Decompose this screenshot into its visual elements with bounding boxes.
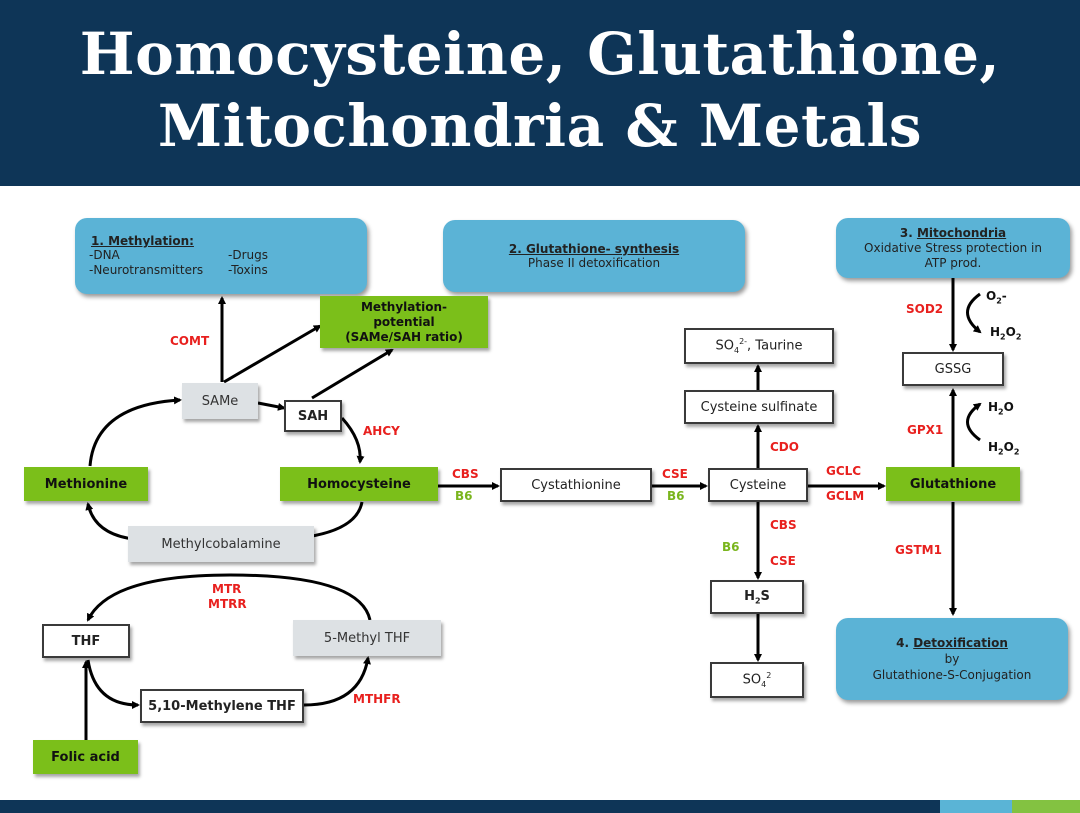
methylcobalamine-node: Methylcobalamine — [128, 526, 314, 562]
folic-acid-node: Folic acid — [33, 740, 138, 774]
so4-taurine-label: SO42-, Taurine — [715, 337, 803, 355]
detoxification-line-2: Glutathione-S-Conjugation — [872, 668, 1032, 682]
species-label-h2o: H2O — [988, 400, 1014, 417]
enzyme-label-mthfr: MTHFR — [353, 692, 401, 706]
cofactor-label-b6: B6 — [455, 489, 473, 503]
footer-accent-blue — [940, 800, 1012, 813]
mitochondria-heading-num: 3. — [899, 225, 913, 240]
cofactor-label-b6: B6 — [722, 540, 740, 554]
methylation-potential-node: Methylation- potential (SAMe/SAH ratio) — [320, 296, 488, 348]
species-label-o2: O2- — [986, 289, 1007, 306]
arrow-sah-to-homocysteine — [340, 416, 365, 464]
mitochondria-line-2: ATP prod. — [924, 255, 982, 270]
methylation-panel: 1. Methylation: -DNA -Neurotransmitters … — [75, 218, 367, 294]
glutathione-synthesis-panel: 2. Glutathione- synthesis Phase II detox… — [443, 220, 745, 292]
methylene-thf-node: 5,10-Methylene THF — [140, 689, 304, 723]
arrow-methylthf-to-thf — [86, 573, 372, 622]
enzyme-label-ahcy: AHCY — [363, 424, 400, 438]
enzyme-label-cbs: CBS — [452, 467, 479, 481]
species-label-h2o2-bottom: H2O2 — [988, 440, 1020, 457]
methylation-targets: -DNA -Neurotransmitters -Drugs -Toxins — [75, 248, 367, 278]
detoxification-heading-row: 4. Detoxification — [896, 635, 1008, 651]
enzyme-label-gclm: GCLM — [826, 489, 865, 503]
arrow-thf-to-methylene — [86, 659, 140, 709]
sah-node: SAH — [284, 400, 342, 432]
arrow-sod2-curve — [966, 292, 982, 334]
enzyme-label-gstm1: GSTM1 — [895, 543, 942, 557]
so4-node: SO42 — [710, 662, 804, 698]
footer-accent-green — [1012, 800, 1080, 813]
methylation-heading: 1. Methylation: — [91, 234, 194, 248]
detoxification-heading-num: 4. — [896, 636, 910, 650]
enzyme-label-cbs: CBS — [770, 518, 797, 532]
mitochondria-heading-row: 3. Mitochondria — [900, 226, 1006, 241]
so4-label: SO42 — [742, 671, 772, 689]
thf-node: THF — [42, 624, 130, 658]
species-label-h2o2-top: H2O2 — [990, 325, 1022, 342]
detoxification-line-1: by — [944, 652, 960, 666]
same-node: SAMe — [182, 383, 258, 419]
h2s-node: H2S — [710, 580, 804, 614]
slide-title: Homocysteine, Glutathione, Mitochondria … — [0, 18, 1080, 162]
enzyme-label-mtrr: MTRR — [208, 597, 247, 611]
enzyme-label-cdo: CDO — [770, 440, 799, 454]
detoxification-heading: Detoxification — [913, 636, 1008, 650]
enzyme-label-cse: CSE — [770, 554, 796, 568]
arrow-methylene-to-methylthf — [303, 656, 371, 707]
enzyme-label-sod2: SOD2 — [906, 302, 944, 316]
cystathionine-node: Cystathionine — [500, 468, 652, 502]
mitochondria-panel: 3. Mitochondria Oxidative Stress protect… — [836, 218, 1070, 278]
arrow-sah-to-potential — [311, 348, 394, 400]
methylation-target: -DNA — [89, 248, 120, 262]
mitochondria-line-1: Oxidative Stress protection in — [864, 240, 1042, 255]
footer-bar — [0, 800, 1080, 813]
arrow-gpx1-curve — [966, 402, 982, 442]
homocysteine-node: Homocysteine — [280, 467, 438, 501]
gssg-node: GSSG — [902, 352, 1004, 386]
methylation-potential-line: potential — [373, 314, 435, 329]
arrow-methionine-to-same — [88, 396, 182, 467]
methylation-target: -Neurotransmitters — [89, 263, 204, 277]
enzyme-label-gclc: GCLC — [826, 464, 862, 478]
title-line-1: Homocysteine, Glutathione, — [79, 20, 1001, 88]
enzyme-label-gpx1: GPX1 — [907, 423, 944, 437]
mitochondria-heading: Mitochondria — [916, 225, 1007, 240]
enzyme-label-comt: COMT — [170, 334, 210, 348]
methylation-target: -Drugs — [228, 248, 268, 262]
methylation-potential-line: Methylation- — [360, 299, 447, 314]
cofactor-label-b6: B6 — [667, 489, 685, 503]
glutathione-synthesis-heading: 2. Glutathione- synthesis — [508, 242, 680, 256]
so4-taurine-node: SO42-, Taurine — [684, 328, 834, 364]
arrow-same-to-potential — [223, 324, 322, 384]
arrow-same-to-sah — [257, 401, 286, 411]
glutathione-node: Glutathione — [886, 467, 1020, 501]
detoxification-panel: 4. Detoxification by Glutathione-S-Conju… — [836, 618, 1068, 700]
title-line-2: Mitochondria & Metals — [157, 92, 923, 160]
header-bar — [0, 0, 1080, 186]
methionine-node: Methionine — [24, 467, 148, 501]
cysteine-node: Cysteine — [708, 468, 808, 502]
methyl-thf-node: 5-Methyl THF — [293, 620, 441, 656]
h2s-label: H2S — [744, 588, 770, 606]
enzyme-label-cse: CSE — [662, 467, 688, 481]
glutathione-synthesis-line: Phase II detoxification — [527, 256, 661, 270]
methylation-potential-line: (SAMe/SAH ratio) — [345, 329, 463, 344]
enzyme-label-mtr: MTR — [212, 582, 242, 596]
methylation-target: -Toxins — [228, 263, 268, 277]
cysteine-sulfinate-node: Cysteine sulfinate — [684, 390, 834, 424]
